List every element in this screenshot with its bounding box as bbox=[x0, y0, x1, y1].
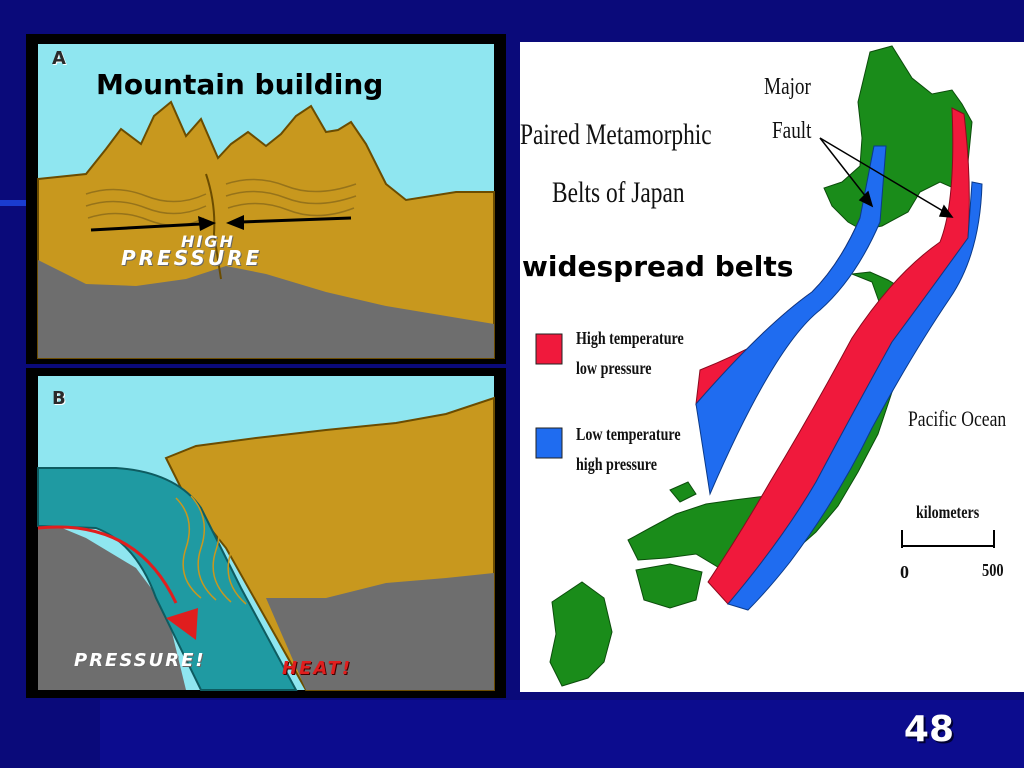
widespread-belts-caption: widespread belts bbox=[522, 250, 794, 283]
panel-a-mountain-building: A Mountain building HIGH PRESSURE bbox=[26, 34, 506, 364]
panel-b-subduction: B PRESSURE! HEAT! bbox=[26, 368, 506, 698]
blue-belt-east bbox=[727, 181, 983, 611]
japan-map bbox=[520, 42, 1024, 692]
high-label: HIGH bbox=[181, 232, 235, 251]
panel-b-letter: B bbox=[52, 388, 66, 409]
fault-label-line1: Major bbox=[764, 74, 811, 100]
pressure-label: PRESSURE bbox=[121, 246, 263, 270]
map-title-line2: Belts of Japan bbox=[552, 176, 685, 209]
panel-a-letter: A bbox=[52, 48, 66, 69]
panel-b-illustration bbox=[26, 368, 506, 698]
legend-swatch-high-temp bbox=[535, 333, 563, 365]
kyushu-island bbox=[549, 581, 613, 687]
map-title-line1: Paired Metamorphic bbox=[520, 118, 712, 151]
pacific-ocean-label: Pacific Ocean bbox=[908, 406, 1007, 431]
legend-label-high-temp-line2: low pressure bbox=[576, 358, 652, 378]
legend-label-low-temp-line1: Low temperature bbox=[576, 424, 681, 444]
scale-start: 0 bbox=[900, 562, 909, 582]
scale-end: 500 bbox=[982, 560, 1004, 580]
scale-bar bbox=[901, 530, 995, 548]
panel-a-illustration bbox=[26, 34, 506, 364]
blue-belt-west bbox=[695, 145, 887, 496]
hokkaido-island bbox=[823, 45, 973, 231]
scale-label: kilometers bbox=[916, 502, 980, 522]
page-number: 48 bbox=[903, 709, 954, 750]
panel-a-title: Mountain building bbox=[96, 68, 384, 101]
japan-map-panel: Paired Metamorphic Belts of Japan widesp… bbox=[520, 42, 1024, 692]
pressure-exclaim-label: PRESSURE! bbox=[74, 650, 206, 671]
legend-swatch-low-temp bbox=[535, 427, 563, 459]
legend-label-low-temp-line2: high pressure bbox=[576, 454, 658, 474]
legend-label-high-temp-line1: High temperature bbox=[576, 328, 684, 348]
heat-label: HEAT! bbox=[282, 658, 353, 679]
shikoku-island bbox=[635, 563, 703, 609]
fault-label-line2: Fault bbox=[772, 118, 812, 144]
